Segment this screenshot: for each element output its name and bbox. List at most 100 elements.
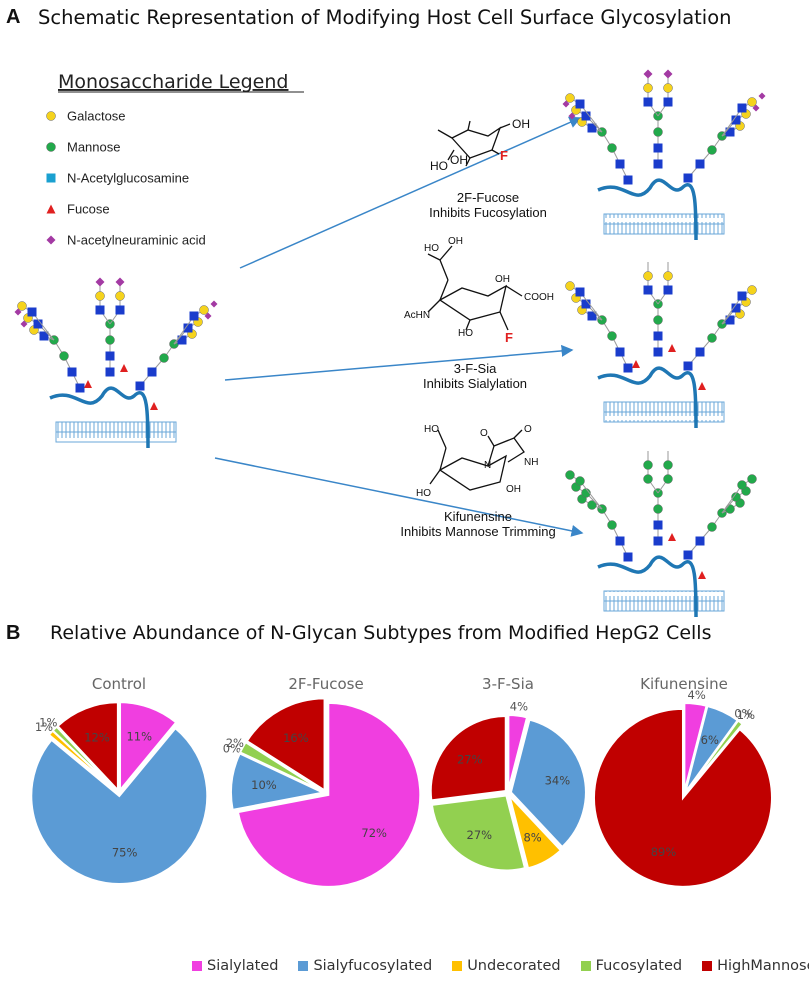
glycan-residue bbox=[575, 476, 585, 486]
label-nh: NH bbox=[524, 457, 538, 468]
label-ho: HO bbox=[458, 328, 473, 339]
glycan-residue bbox=[737, 291, 747, 301]
glycan-residue bbox=[663, 285, 673, 295]
cell-original-glycans bbox=[14, 277, 218, 449]
panel-a-letter: A bbox=[6, 6, 21, 28]
glycan-residue bbox=[653, 331, 663, 341]
glycan-residue bbox=[653, 143, 663, 153]
label-fluorine: F bbox=[500, 148, 508, 163]
glycan-residue bbox=[59, 351, 69, 361]
glycan-residue bbox=[75, 383, 85, 393]
legend-item-undecorated: Undecorated bbox=[452, 958, 561, 974]
pie-slice-sialyfucosylated bbox=[230, 752, 327, 812]
glycan-residue bbox=[587, 500, 597, 510]
3-f-sia-structure-icon bbox=[427, 245, 523, 331]
sia-icon bbox=[210, 300, 218, 308]
glycan-residue bbox=[731, 492, 741, 502]
glycan-residue bbox=[615, 347, 625, 357]
legend-swatch bbox=[580, 961, 591, 971]
legend-item-label: Mannose bbox=[67, 140, 120, 155]
pie-data-label: 0% bbox=[223, 742, 241, 756]
glycan-residue bbox=[17, 301, 27, 311]
glycan-residue bbox=[747, 285, 757, 295]
sia-icon bbox=[568, 112, 576, 120]
treatment-3-name: Kifunensine bbox=[444, 509, 512, 524]
pie-title: Control bbox=[92, 675, 146, 693]
pie-slice-sialylated bbox=[236, 701, 422, 888]
glycan-residue bbox=[183, 323, 193, 333]
glycan-residue bbox=[653, 127, 663, 137]
sia-icon bbox=[758, 92, 766, 100]
kifunensine-structure-icon bbox=[429, 429, 525, 491]
pie-data-label: 12% bbox=[84, 730, 110, 744]
pie-slice-highmannose bbox=[429, 715, 507, 802]
fucose-icon bbox=[698, 382, 706, 390]
pie-slice-fucosylated bbox=[685, 719, 744, 794]
treatment-1-effect: Inhibits Fucosylation bbox=[429, 205, 547, 220]
glycan-residue bbox=[643, 271, 653, 281]
glycan-residue bbox=[695, 159, 705, 169]
glycan-residue bbox=[653, 347, 663, 357]
glycan-residue bbox=[683, 173, 693, 183]
n-acetylneuraminic-acid-icon bbox=[46, 235, 56, 245]
label-ho: HO bbox=[424, 243, 439, 254]
glycan-residue bbox=[105, 367, 115, 377]
glycan-residue bbox=[105, 335, 115, 345]
glycan-residue bbox=[737, 480, 747, 490]
pie-slice-sialylated bbox=[119, 701, 178, 793]
glycan-residue bbox=[575, 99, 585, 109]
label-fluorine: F bbox=[505, 330, 513, 345]
legend-label: HighMannose bbox=[717, 958, 809, 974]
glycan-residue bbox=[581, 111, 591, 121]
schematic-diagram: Monosaccharide Legend GalactoseMannoseN-… bbox=[14, 69, 766, 618]
glycan-residue bbox=[147, 367, 157, 377]
glycan-residue bbox=[623, 552, 633, 562]
pie-data-label: 4% bbox=[688, 688, 706, 702]
sia-icon bbox=[20, 320, 28, 328]
pie-title: Kifunensine bbox=[640, 675, 728, 693]
legend-item-label: Galactose bbox=[67, 109, 126, 124]
glycan-residue bbox=[643, 83, 653, 93]
glycan-residue bbox=[653, 504, 663, 514]
mannose-icon bbox=[46, 142, 56, 152]
cell-kifunensine-glycans bbox=[565, 451, 757, 618]
pie-data-label: 10% bbox=[251, 778, 277, 792]
glycan-residue bbox=[695, 347, 705, 357]
glycan-residue bbox=[725, 315, 735, 325]
glycan-residue bbox=[565, 93, 575, 103]
glycan-residue bbox=[95, 291, 105, 301]
label-ho: HO bbox=[424, 424, 439, 435]
legend-item-label: N-acetylneuraminic acid bbox=[67, 233, 206, 248]
glycan-residue bbox=[663, 69, 673, 79]
pie-data-label: 4% bbox=[510, 700, 528, 714]
pie-slice-fucosylated bbox=[238, 740, 324, 793]
monosaccharide-legend: GalactoseMannoseN-AcetylglucosamineFucos… bbox=[46, 109, 206, 248]
glycan-residue bbox=[615, 159, 625, 169]
pie-data-label: 6% bbox=[701, 733, 719, 747]
glycan-residue bbox=[623, 363, 633, 373]
glycan-residue bbox=[653, 536, 663, 546]
protein-backbone bbox=[597, 555, 698, 618]
glycan-residue bbox=[653, 159, 663, 169]
pie-slice-sialyfucosylated bbox=[509, 718, 587, 849]
glycan-residue bbox=[159, 353, 169, 363]
label-n: N bbox=[484, 460, 491, 471]
label-cooh: COOH bbox=[524, 292, 554, 303]
glycan-residue bbox=[95, 305, 105, 315]
label-ho: HO bbox=[416, 488, 431, 499]
label-oh: OH bbox=[506, 484, 521, 495]
pie-data-label: 11% bbox=[126, 730, 152, 744]
glycan-residue bbox=[189, 311, 199, 321]
pie-slice-highmannose bbox=[245, 697, 326, 793]
pie-data-label: 89% bbox=[651, 845, 677, 859]
glycan-residue bbox=[663, 83, 673, 93]
glycan-residue bbox=[707, 522, 717, 532]
pie-title: 3-F-Sia bbox=[482, 675, 534, 693]
pie-data-label: 27% bbox=[467, 828, 493, 842]
pie-data-label: 1% bbox=[35, 720, 53, 734]
pie-data-label: 2% bbox=[226, 736, 244, 750]
glycan-residue bbox=[683, 361, 693, 371]
protein-backbone bbox=[49, 386, 150, 449]
